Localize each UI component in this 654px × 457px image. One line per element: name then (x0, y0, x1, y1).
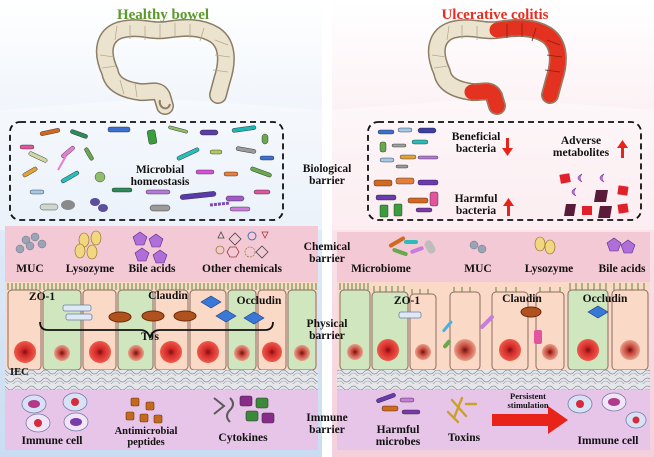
healthy-muc-label: MUC (16, 263, 44, 275)
colitis-bile-acids-label: Bile acids (598, 263, 646, 275)
healthy-immune-cell-label: Immune cell (21, 435, 83, 447)
colitis-claudin-label: Claudin (502, 293, 542, 305)
colitis-immune-cell-label: Immune cell (577, 435, 639, 447)
healthy-immune-cells (21, 392, 89, 433)
colitis-trend-arrows (502, 138, 628, 216)
colitis-toxin-icons (446, 396, 478, 424)
colitis-harmful-microbes (376, 393, 421, 415)
colitis-immune-cells (567, 392, 647, 429)
iec-label: IEC (10, 367, 29, 378)
adverse-metabolite-icons (559, 173, 629, 218)
colitis-muc-label: MUC (464, 263, 492, 275)
healthy-chemical-icons (15, 230, 269, 264)
toxins-label: Toxins (447, 432, 481, 444)
cytokines-label: Cytokines (218, 432, 268, 444)
colitis-occludin-label: Occludin (582, 293, 628, 305)
healthy-bacteria-cluster (19, 125, 275, 212)
colitis-colon-illustration (427, 18, 567, 115)
healthy-other-chemicals-label: Other chemicals (202, 263, 282, 275)
healthy-nuclei (14, 341, 310, 363)
ulcerative-colitis-title: Ulcerative colitis (441, 7, 549, 23)
healthy-microvilli (7, 283, 317, 290)
colitis-nuclei (347, 339, 640, 361)
persistent-stimulation-arrow (492, 406, 568, 434)
healthy-cytokine-icons (213, 395, 275, 424)
healthy-amp-icons (125, 397, 163, 424)
colitis-lysozyme-label: Lysozyme (524, 263, 574, 275)
colitis-bacteria-cluster (373, 127, 439, 218)
healthy-basement-membrane (5, 370, 318, 390)
tjs-label: TJs (141, 331, 159, 343)
healthy-colon-illustration (95, 18, 235, 115)
healthy-lysozyme-label: Lysozyme (65, 263, 115, 275)
healthy-claudin-label: Claudin (148, 290, 188, 302)
healthy-occludin-label: Occludin (236, 295, 282, 307)
colitis-chemical-icons (388, 236, 636, 257)
colitis-microbiome-label: Microbiome (351, 263, 411, 275)
healthy-bowel-title: Healthy bowel (116, 7, 210, 23)
colitis-chemical-band (337, 232, 650, 282)
colitis-basement-membrane (337, 370, 650, 390)
healthy-tight-junctions (39, 295, 274, 339)
colitis-damaged-junctions (398, 305, 609, 349)
colitis-microvilli (339, 283, 645, 294)
healthy-bile-acids-label: Bile acids (128, 263, 176, 275)
healthy-zo1-label: ZO-1 (28, 291, 56, 303)
colitis-zo1-label: ZO-1 (393, 295, 421, 307)
